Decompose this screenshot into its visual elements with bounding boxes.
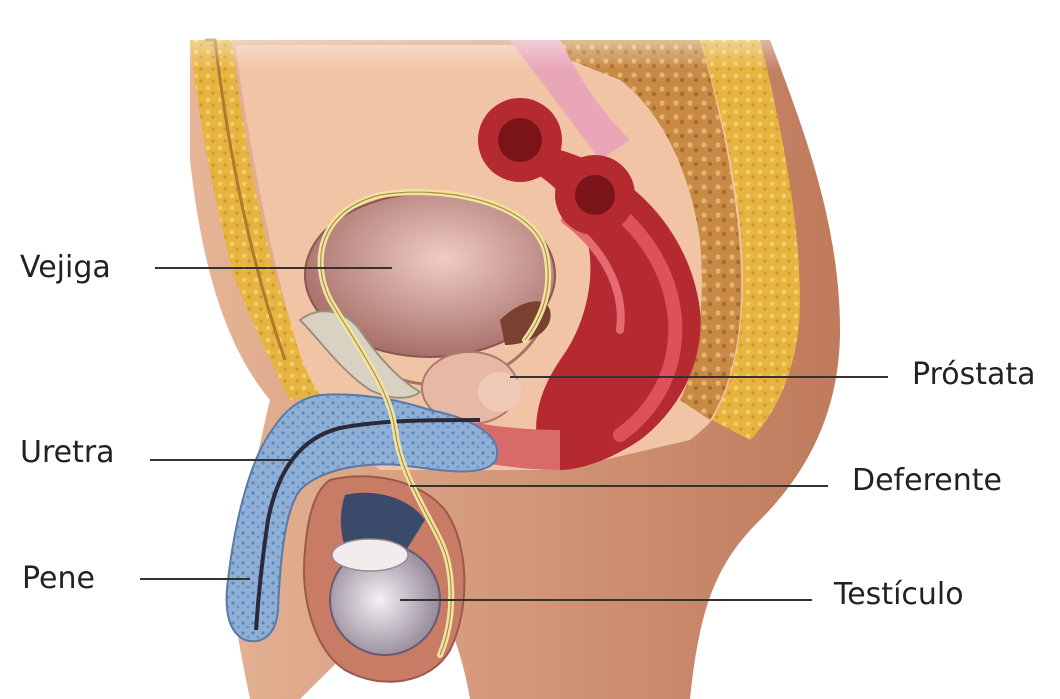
label-uretra: Uretra — [20, 438, 115, 468]
label-deferente: Deferente — [852, 466, 1002, 496]
label-vejiga: Vejiga — [20, 253, 111, 283]
label-testiculo: Testículo — [834, 580, 964, 610]
label-prostata: Próstata — [912, 360, 1036, 390]
label-pene: Pene — [22, 564, 95, 594]
